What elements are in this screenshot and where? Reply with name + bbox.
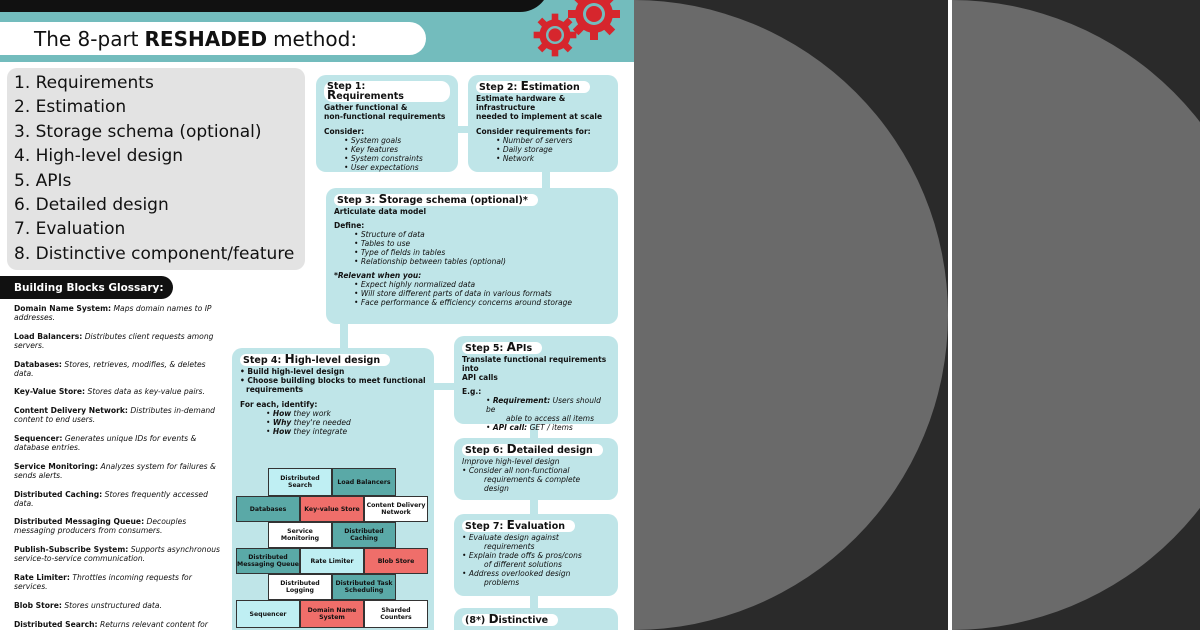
step-list-item: 7. Evaluation	[14, 219, 126, 240]
glossary-entry: Domain Name System: Maps domain names to…	[14, 304, 212, 322]
title-pre: The 8-part	[34, 26, 139, 51]
block-content-delivery-network: Content Delivery Network	[364, 496, 428, 522]
dark-panel-left	[634, 0, 948, 630]
glossary-title: Building Blocks Glossary:	[0, 276, 173, 299]
title-bold: RESHADED	[144, 26, 268, 51]
step-5-title: Step 5: APIs	[462, 341, 543, 354]
block-distributed-messaging-queue: Distributed Messaging Queue	[236, 548, 300, 574]
step-8-title: (8*) Distinctive	[462, 613, 559, 626]
glossary-entry: Load Balancers: Distributes client reque…	[14, 331, 214, 350]
step-3-box: Step 3: Storage schema (optional)* Artic…	[326, 188, 618, 324]
block-domain-name-system: Domain Name System	[300, 600, 364, 628]
step-4-list: How they work Why they're needed How the…	[240, 409, 426, 436]
block-load-balancers: Load Balancers	[332, 468, 396, 496]
connector	[530, 596, 538, 608]
title-post: method:	[273, 26, 358, 51]
page-title: The 8-part RESHADED method:	[0, 22, 426, 55]
block-distributed-caching: Distributed Caching	[332, 522, 396, 548]
block-service-monitoring: Service Monitoring	[268, 522, 332, 548]
step-7-box: Step 7: Evaluation • Evaluate design aga…	[454, 514, 618, 596]
step-2-title: Step 2: Estimation	[476, 80, 590, 93]
step-5-box: Step 5: APIs Translate functional requir…	[454, 336, 618, 432]
step-2-box: Step 2: Estimation Estimate hardware & i…	[468, 75, 618, 172]
panel-divider	[948, 0, 952, 630]
glossary-entry: Distributed Caching: Stores frequently a…	[14, 489, 208, 508]
step-3-title: Step 3: Storage schema (optional)*	[334, 193, 538, 206]
connector	[530, 424, 538, 438]
step-list-item: 4. High-level design	[14, 146, 184, 167]
step-5-requirement: • Requirement: Users should be	[486, 396, 601, 414]
glossary: Domain Name System: Maps domain names to…	[14, 304, 220, 630]
step-1-title: Step 1: Requirements	[324, 81, 450, 102]
step-7-title: Step 7: Evaluation	[462, 519, 575, 532]
glossary-entry: Key-Value Store: Stores data as key-valu…	[14, 387, 205, 397]
connector	[456, 126, 470, 133]
glossary-entry: Content Delivery Network: Distributes in…	[14, 406, 216, 425]
block-rate-limiter: Rate Limiter	[300, 548, 364, 574]
glossary-entry: Distributed Search: Returns relevant con…	[14, 619, 208, 629]
block-blob-store: Blob Store	[364, 548, 428, 574]
glossary-entry: Service Monitoring: Analyzes system for …	[14, 461, 216, 480]
block-distributed-logging: Distributed Logging	[268, 574, 332, 600]
step-list-item: 3. Storage schema (optional)	[14, 121, 262, 142]
step-5-api-call: • API call: GET / items	[486, 423, 573, 432]
glossary-entry: Distributed Messaging Queue: Decouples m…	[14, 517, 187, 536]
step-2-list: Number of serversDaily storageNetwork	[476, 136, 610, 163]
half-circle-shape	[952, 0, 1200, 630]
reshaded-infographic: The 8-part RESHADED method: 1. Requireme…	[0, 0, 634, 630]
glossary-entry: Rate Limiter: Throttles incoming request…	[14, 572, 192, 591]
step-6-box: Step 6: Detailed design Improve high-lev…	[454, 438, 618, 500]
block-sequencer: Sequencer	[236, 600, 300, 628]
step-list-item: 8. Distinctive component/feature	[14, 243, 295, 264]
gear-icon	[568, 0, 620, 40]
glossary-entry: Sequencer: Generates unique IDs for even…	[14, 433, 197, 452]
step-list-item: 1. Requirements	[14, 73, 154, 93]
step-1-list: System goalsKey featuresSystem constrain…	[324, 136, 450, 172]
step-list-item: 5. APIs	[14, 170, 72, 191]
block-sharded-counters: Sharded Counters	[364, 600, 428, 628]
step-3-relevant-list: Expect highly normalized dataWill store …	[334, 280, 610, 307]
steps-list: 1. Requirements 2. Estimation 3. Storage…	[7, 68, 305, 270]
step-3-define-list: Structure of dataTables to useType of fi…	[334, 230, 610, 266]
glossary-entry: Databases: Stores, retrieves, modifies, …	[14, 359, 206, 378]
block-distributed-search: Distributed Search	[268, 468, 332, 496]
step-1-box: Step 1: Requirements Gather functional &…	[316, 75, 458, 172]
step-6-title: Step 6: Detailed design	[462, 443, 603, 456]
step-8-box: (8*) Distinctive	[454, 608, 618, 630]
gear-icon	[533, 13, 577, 57]
connector	[432, 383, 454, 390]
connector	[542, 172, 550, 190]
connector	[530, 500, 538, 514]
header-black-bar	[0, 0, 550, 12]
step-list-item: 2. Estimation	[14, 97, 127, 118]
half-circle-shape	[634, 0, 948, 630]
glossary-entry: Blob Store: Stores unstructured data.	[14, 600, 162, 610]
dark-panel-right	[952, 0, 1200, 630]
connector	[340, 322, 348, 350]
block-key-value-store: Key-value Store	[300, 496, 364, 522]
block-distributed-task-scheduling: Distributed Task Scheduling	[332, 574, 396, 600]
glossary-entry: Publish-Subscribe System: Supports async…	[14, 545, 220, 564]
block-databases: Databases	[236, 496, 300, 522]
step-4-title: Step 4: High-level design	[240, 353, 391, 366]
step-list-item: 6. Detailed design	[14, 195, 169, 216]
